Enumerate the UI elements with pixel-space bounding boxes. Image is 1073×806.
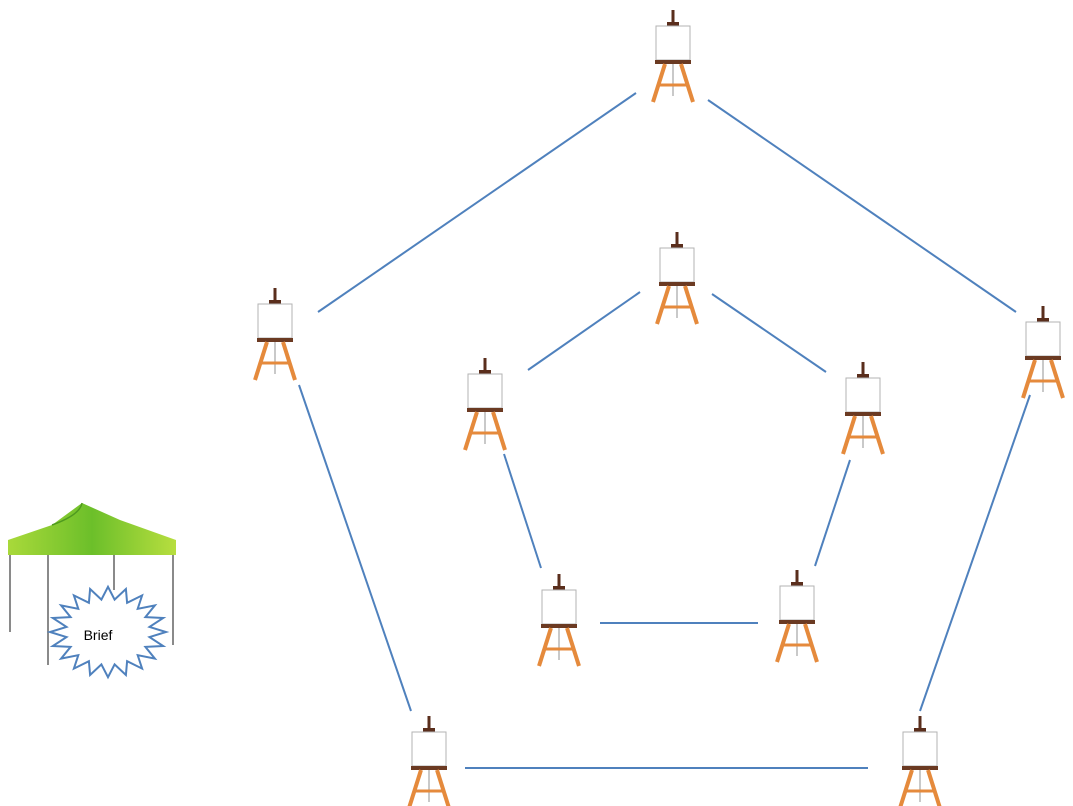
inner-easel-icon (463, 356, 507, 452)
outer-easel-icon (898, 714, 942, 806)
inner-easel-icon (537, 572, 581, 668)
starburst-shape (46, 584, 170, 680)
inner-easel-icon (841, 360, 885, 456)
connection-line (711, 293, 827, 373)
connection-line (317, 92, 637, 313)
easels (253, 8, 1065, 806)
connection-line (919, 394, 1031, 712)
connection-line (707, 99, 1017, 313)
inner-easel-icon (655, 230, 699, 326)
connection-line (527, 291, 641, 371)
connection-line (503, 453, 542, 569)
inner-easel-icon (775, 568, 819, 664)
brief-label: Brief (83, 627, 113, 643)
connection-line (298, 384, 412, 712)
outer-easel-icon (407, 714, 451, 806)
connection-lines (298, 92, 1031, 769)
outer-easel-icon (253, 286, 297, 382)
tent-icon (8, 502, 176, 665)
outer-easel-icon (1021, 304, 1065, 400)
outer-easel-icon (651, 8, 695, 104)
connection-line (814, 459, 851, 567)
